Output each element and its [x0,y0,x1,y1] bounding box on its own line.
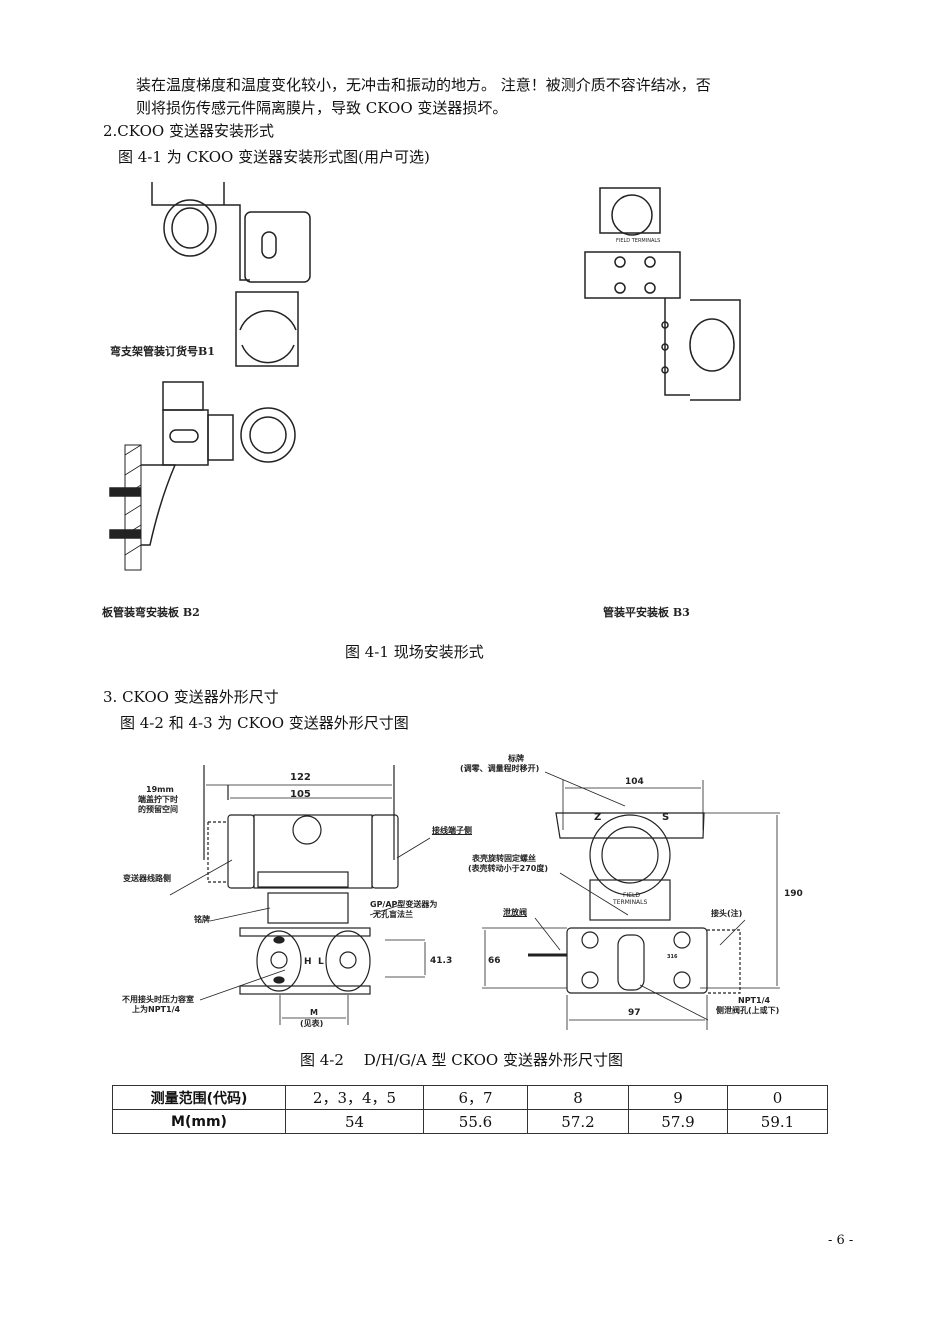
dim-190: 190 [784,889,803,899]
side-vent-note-2: 侧泄阀孔(上或下) [716,1006,780,1015]
dim-97: 97 [628,1008,641,1018]
figure-4-1-caption: 图 4-1 现场安装形式 [345,643,484,661]
code-cell: 8 [527,1085,629,1110]
tag-label-1: 标牌 [508,754,524,763]
mark-316: 316 [667,954,678,960]
gp-ap-note-2: 无孔盲法兰 [373,910,413,919]
connector-label: 接头(注) [711,909,743,918]
section-2-intro: 图 4-1 为 CKOO 变送器安装形式图(用户可选) [118,148,430,166]
m-value-cell: 57.2 [527,1109,629,1134]
m-dimension-table: 测量范围(代码) 2，3，4，5 6，7 8 9 0 M(mm) 54 55.6… [112,1085,828,1134]
table-row-m: M(mm) 54 55.6 57.2 57.9 59.1 [112,1109,828,1134]
paragraph-line-2: 则将损伤传感元件隔离膜片，导致 CKOO 变送器损坏。 [136,99,508,117]
clearance-note-1: 19mm [146,785,174,794]
section-3-intro: 图 4-2 和 4-3 为 CKOO 变送器外形尺寸图 [120,714,409,732]
npt-note-2: 上为NPT1/4 [132,1005,181,1014]
bracket-mount-b1-drawing [151,182,311,367]
page-number: - 6 - [828,1233,854,1248]
dim-122: 122 [290,772,311,783]
panel-mount-b2-drawing [109,381,296,571]
header-range-code: 测量范围(代码) [112,1085,286,1110]
terminal-side-label: 接线端子侧 [432,826,472,835]
m-value-cell: 54 [285,1109,424,1134]
gp-ap-note-1: GP/AP型变送器为 [370,900,438,909]
figure-4-1-drawings [109,182,741,571]
section-2-heading: 2.CKOO 变送器安装形式 [103,122,274,140]
h-label: H [304,957,312,967]
s-mark: S [662,812,670,823]
label-b3: 管装平安装板 B3 [603,606,690,619]
screw-note-2: (表壳转动小于270度) [468,864,549,873]
m-value-cell: 55.6 [423,1109,528,1134]
npt-note-1: 不用接头时压力容室 [122,995,194,1004]
l-label: L [318,957,324,967]
z-mark: Z [594,812,602,823]
code-cell: 2，3，4，5 [285,1085,424,1110]
clearance-note-3: 的预留空间 [138,805,178,814]
front-view-drawing [169,765,431,1025]
figure-4-2-drawings [169,765,780,1030]
terminals-label: TERMINALS [613,899,648,906]
clearance-note-2: 端盖拧下时 [138,795,178,804]
figure-4-2-caption: 图 4-2 D/H/G/A 型 CKOO 变送器外形尺寸图 [300,1051,623,1069]
dim-66: 66 [488,956,501,966]
dim-105: 105 [290,789,311,800]
code-cell: 6，7 [423,1085,528,1110]
m-note: (见表) [300,1019,324,1028]
field-terminals-text: FIELD TERMINALS [616,238,661,244]
m-value-cell: 57.9 [628,1109,728,1134]
dim-104: 104 [625,777,644,787]
screw-note-1: 表壳旋转固定螺丝 [472,854,536,863]
table-row-codes: 测量范围(代码) 2，3，4，5 6，7 8 9 0 [112,1085,828,1110]
circuit-side-label: 变送器线路侧 [123,874,171,883]
section-3-heading: 3. CKOO 变送器外形尺寸 [103,688,279,706]
label-b1: 弯支架管装订货号B1 [110,345,215,358]
field-label: FIELD [623,892,640,899]
m-value-cell: 59.1 [727,1109,828,1134]
m-label: M [310,1008,318,1017]
paragraph-line-1: 装在温度梯度和温度变化较小，无冲击和振动的地方。 注意！被测介质不容许结冰，否 [136,76,711,94]
header-m-mm: M(mm) [112,1109,286,1134]
side-view-drawing [482,771,780,1030]
dim-41-3: 41.3 [430,956,453,966]
nameplate-label: 铭牌 [194,915,210,924]
flat-mount-b3-drawing [584,187,741,401]
code-cell: 0 [727,1085,828,1110]
vent-valve-label: 泄放阀 [503,908,527,917]
tag-label-2: (调零、调量程时移开) [460,764,540,773]
label-b2: 板管装弯安装板 B2 [102,606,200,619]
side-vent-note-1: NPT1/4 [738,996,771,1005]
code-cell: 9 [628,1085,728,1110]
